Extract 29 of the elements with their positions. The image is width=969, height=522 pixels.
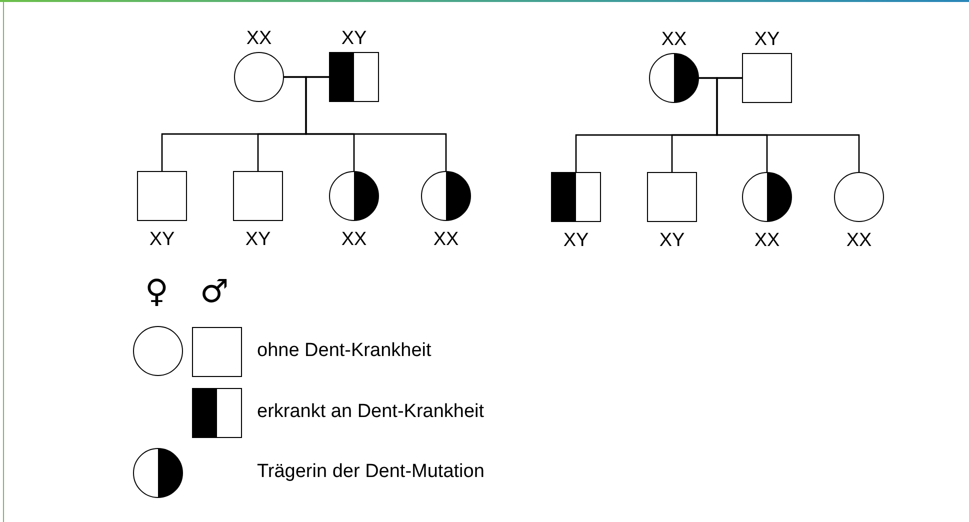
circle-symbol (834, 172, 884, 222)
half-filled-square-symbol (551, 172, 601, 222)
half-filled-circle-symbol (742, 172, 792, 222)
genotype-label: XY (148, 230, 176, 249)
half-filled-circle-symbol (421, 171, 471, 221)
legend-text: Trägerin der Dent-Mutation (257, 461, 484, 483)
square-symbol (647, 172, 697, 222)
square-symbol (137, 171, 187, 221)
genotype-label: XX (660, 30, 688, 49)
sex-symbol: ♂ (200, 275, 229, 307)
genotype-label: XX (753, 231, 781, 250)
circle-symbol (234, 52, 284, 102)
legend-text: ohne Dent-Krankheit (257, 340, 432, 362)
half-filled-square-symbol (329, 52, 379, 102)
genotype-label: XY (562, 231, 590, 250)
square-symbol (742, 53, 792, 103)
genotype-label: XY (658, 231, 686, 250)
genotype-label: XX (340, 230, 368, 249)
sex-symbol: ♀ (145, 275, 168, 307)
half-filled-circle-symbol (649, 53, 699, 103)
genotype-label: XY (244, 230, 272, 249)
genotype-label: XX (245, 29, 273, 48)
genotype-label: XY (340, 29, 368, 48)
legend-text: erkrankt an Dent-Krankheit (257, 401, 484, 423)
half-filled-circle-symbol (329, 171, 379, 221)
genotype-label: XX (432, 230, 460, 249)
square-symbol (233, 171, 283, 221)
genotype-label: XY (753, 30, 781, 49)
genotype-label: XX (845, 231, 873, 250)
